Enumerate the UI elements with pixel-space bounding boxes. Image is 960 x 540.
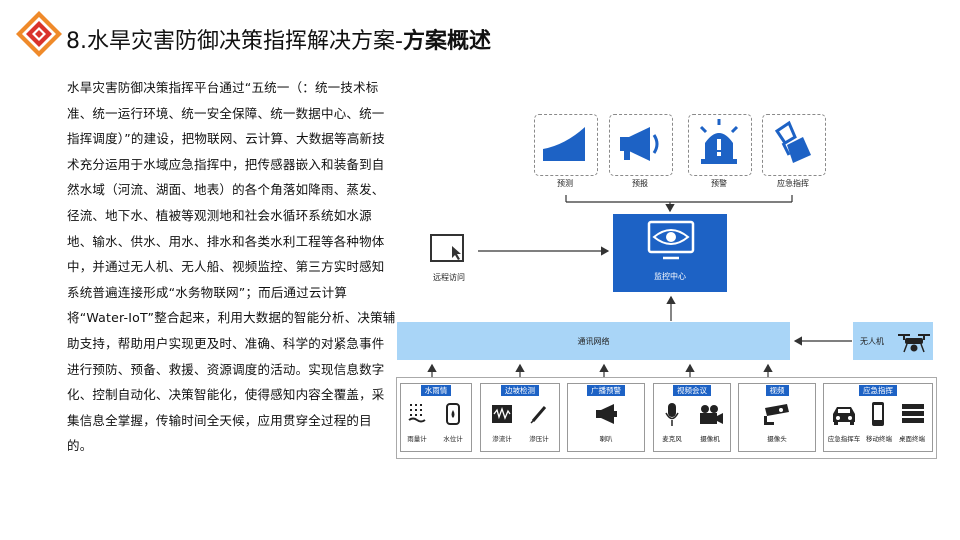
- uav-node: [853, 322, 933, 360]
- monitoring-center-label: 监控中心: [654, 272, 686, 281]
- group-video-conference: 视频会议 麦克风 摄像机: [653, 383, 731, 452]
- rising-area-icon: [543, 127, 585, 161]
- device-label: 麦克风: [662, 435, 682, 443]
- company-logo: [16, 11, 62, 57]
- page-title-bold: 方案概述: [402, 29, 491, 54]
- water-level-gauge-icon: [446, 403, 460, 425]
- rain-gauge-icon: [408, 404, 426, 423]
- surveillance-camera-icon: [764, 404, 789, 425]
- group-title: 视频会议: [673, 385, 711, 396]
- group-rain-water: 水雨情 雨量计 水位计: [400, 383, 472, 452]
- alert-label: 预警: [711, 179, 727, 188]
- device-label: 应急指挥车: [827, 435, 861, 443]
- device-label: 移动终端: [866, 435, 892, 443]
- group-title: 边坡检测: [501, 385, 539, 396]
- desktop-terminal-icon: [902, 404, 924, 423]
- device-label: 雨量计: [407, 435, 427, 443]
- command-vehicle-icon: [833, 407, 855, 425]
- microphone-icon: [665, 403, 679, 426]
- forecast-label: 预测: [557, 179, 573, 188]
- monitor-cursor-icon: [430, 234, 464, 262]
- uav-label: 无人机: [860, 337, 884, 346]
- seepage-meter-icon: [492, 405, 512, 423]
- communication-network-label: 通讯网络: [577, 337, 610, 346]
- drone-icon: [898, 334, 930, 353]
- device-label: 摄像机: [700, 435, 720, 443]
- prediction-box: [609, 114, 673, 176]
- mobile-phone-icon: [872, 402, 884, 426]
- video-camera-icon: [700, 405, 723, 424]
- prediction-label: 预报: [632, 179, 648, 188]
- command-box: [762, 114, 826, 176]
- group-title: 应急指挥: [859, 385, 897, 396]
- group-broadcast-warning: 广播预警 喇叭: [567, 383, 645, 452]
- eye-display-icon: [647, 220, 695, 260]
- remote-access-label: 远程访问: [433, 273, 465, 282]
- page-title: 8.水旱灾害防御决策指挥解决方案-方案概述: [66, 29, 491, 54]
- megaphone-icon: [620, 127, 659, 161]
- monitoring-center: [613, 214, 727, 292]
- device-label: 喇叭: [599, 435, 613, 443]
- device-label: 摄像头: [767, 435, 787, 443]
- overview-paragraph: 水旱灾害防御决策指挥平台通过“五统一（：统一技术标准、统一运行环境、统一安全保障…: [67, 80, 396, 454]
- group-title: 广播预警: [587, 385, 625, 396]
- command-icon: [774, 120, 811, 163]
- pressure-meter-icon: [530, 406, 547, 424]
- group-video: 视频 摄像头: [738, 383, 816, 452]
- remote-access-node: [430, 234, 466, 264]
- forecast-box: [534, 114, 598, 176]
- device-label: 渗压计: [529, 435, 549, 443]
- warning-box: [688, 114, 752, 176]
- communication-network: [397, 322, 790, 360]
- siren-icon: [699, 119, 739, 164]
- group-slope-monitoring: 边坡检测 渗流计 渗压计: [480, 383, 560, 452]
- command-label: 应急指挥: [777, 179, 809, 188]
- device-label: 渗流计: [492, 435, 512, 443]
- loudspeaker-icon: [596, 404, 617, 424]
- group-title: 视频: [765, 385, 789, 396]
- device-label: 水位计: [443, 435, 463, 443]
- device-label: 桌面终端: [899, 435, 925, 443]
- group-emergency-command: 应急指挥 应急指挥车 移动终端 桌面终端: [823, 383, 933, 452]
- group-title: 水雨情: [420, 385, 452, 396]
